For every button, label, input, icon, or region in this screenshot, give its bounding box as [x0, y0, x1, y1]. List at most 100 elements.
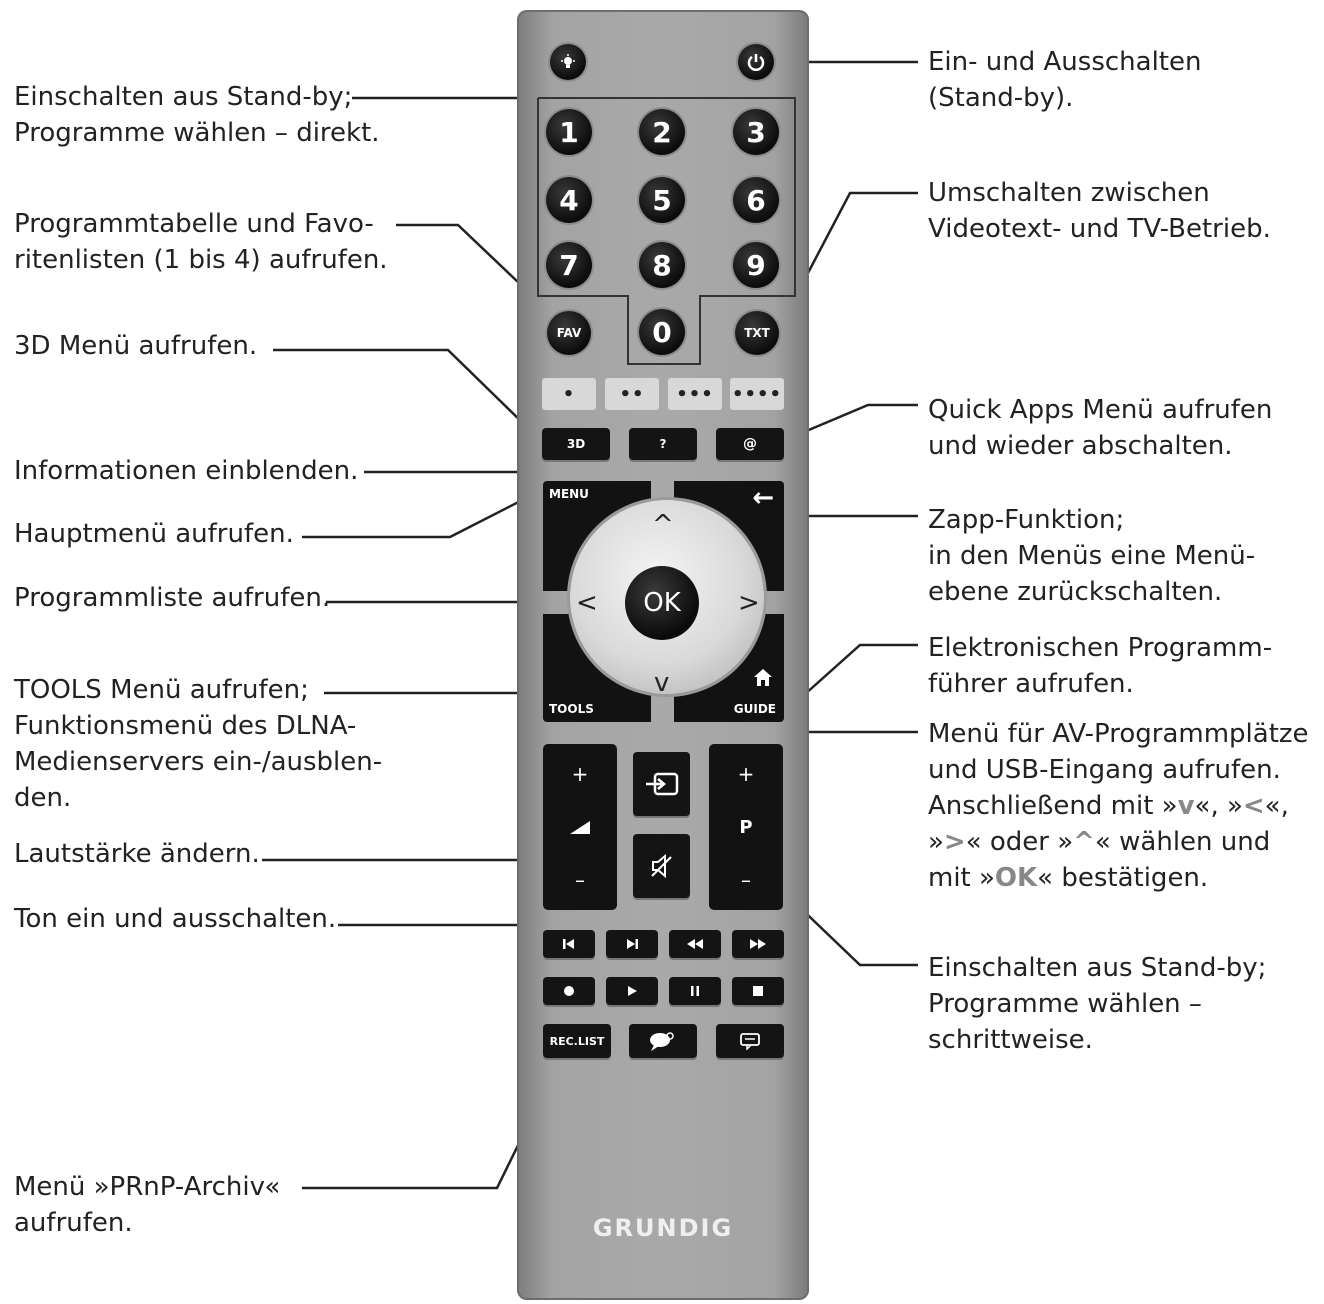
arrow-right-icon: >	[943, 827, 966, 857]
digit-1-button[interactable]: 1	[546, 109, 592, 155]
digit-0-button[interactable]: 0	[639, 309, 685, 355]
label-prnp: Menü »PRnP-Archiv« aufrufen.	[14, 1169, 280, 1241]
subtitle-button[interactable]	[716, 1024, 784, 1058]
label-line: Menü für AV-Programmplätze	[928, 719, 1309, 749]
info-button[interactable]: ?	[629, 428, 697, 460]
pause-icon	[691, 986, 699, 996]
ok-icon: OK	[994, 863, 1038, 893]
label-line: Informationen einblenden.	[14, 456, 359, 486]
label-main-menu: Hauptmenü aufrufen.	[14, 516, 294, 552]
label-power: Ein- und Ausschalten (Stand-by).	[928, 44, 1201, 116]
label-line: Menü »PRnP-Archiv«	[14, 1172, 281, 1202]
label-line: Funktionsmenü des DLNA-	[14, 711, 357, 741]
label-channel-list: Programmliste aufrufen.	[14, 580, 330, 616]
skip-back-button[interactable]	[543, 930, 595, 958]
arrow-down-button[interactable]: v	[654, 668, 670, 698]
label-line: Programmliste aufrufen.	[14, 583, 331, 613]
label-standby-direct: Einschalten aus Stand-by; Programme wähl…	[14, 79, 380, 151]
arrow-up-button[interactable]: ^	[652, 510, 674, 540]
label-line: TOOLS Menü aufrufen;	[14, 675, 309, 705]
quick-apps-button[interactable]: @	[716, 428, 784, 460]
arrow-left-button[interactable]: <	[576, 588, 598, 618]
digit-8-button[interactable]: 8	[639, 242, 685, 288]
digit-9-button[interactable]: 9	[733, 242, 779, 288]
3d-button[interactable]: 3D	[542, 428, 610, 460]
rec-list-button[interactable]: REC.LIST	[543, 1024, 611, 1058]
label-line: und wieder abschalten.	[928, 431, 1233, 461]
label-line: ebene zurückschalten.	[928, 577, 1223, 607]
guide-label: GUIDE	[733, 702, 776, 716]
leader-3d	[273, 348, 531, 431]
label-line: Ton ein und ausschalten.	[14, 904, 337, 934]
ok-button[interactable]: OK	[625, 566, 699, 640]
label-text: «, »	[1194, 791, 1243, 821]
label-line: Einschalten aus Stand-by;	[14, 82, 353, 112]
label-line: aufrufen.	[14, 1208, 133, 1238]
label-line: und USB-Eingang aufrufen.	[928, 755, 1281, 785]
record-button[interactable]	[543, 977, 595, 1005]
label-text: Anschließend mit »	[928, 791, 1178, 821]
subtitle-icon	[740, 1033, 760, 1050]
skip-back-icon	[563, 939, 574, 949]
brand-logo: GRUNDIG	[592, 1214, 734, 1242]
digit-7-button[interactable]: 7	[546, 242, 592, 288]
source-button[interactable]	[633, 752, 690, 816]
pause-button[interactable]	[669, 977, 721, 1005]
blue-button[interactable]: ••••	[730, 378, 784, 410]
label-line: mit »OK« bestätigen.	[928, 860, 1309, 896]
yellow-button[interactable]: •••	[668, 378, 722, 410]
fast-forward-button[interactable]	[732, 930, 784, 958]
label-line: »>« oder »^« wählen und	[928, 824, 1309, 860]
arrow-right-button[interactable]: >	[738, 588, 760, 618]
label-line: (Stand-by).	[928, 83, 1074, 113]
label-text: « bestätigen.	[1037, 863, 1209, 893]
label-line: Programme wählen – direkt.	[14, 118, 380, 148]
label-line: Programme wählen –	[928, 989, 1202, 1019]
label-line: Quick Apps Menü aufrufen	[928, 395, 1273, 425]
stop-icon	[753, 986, 763, 996]
label-av: Menü für AV-Programmplätze und USB-Einga…	[928, 716, 1309, 896]
program-label: P	[739, 816, 753, 838]
play-icon	[628, 986, 637, 996]
menu-label: MENU	[549, 487, 589, 501]
volume-minus: –	[575, 868, 585, 892]
label-text: mit »	[928, 863, 995, 893]
record-icon	[564, 986, 574, 996]
arrow-down-icon: v	[1177, 791, 1195, 821]
red-button[interactable]: •	[542, 378, 596, 410]
leader-menu	[302, 485, 549, 539]
program-rocker[interactable]: + P –	[709, 744, 783, 910]
mute-button[interactable]	[633, 834, 690, 898]
program-minus: –	[741, 868, 751, 892]
play-button[interactable]	[606, 977, 658, 1005]
label-line: Zapp-Funktion;	[928, 505, 1125, 535]
label-line: Elektronischen Programm-	[928, 633, 1273, 663]
backlight-button[interactable]	[550, 44, 586, 80]
digit-6-button[interactable]: 6	[733, 177, 779, 223]
skip-forward-icon	[627, 939, 638, 949]
arrow-left-icon: <	[1242, 791, 1265, 821]
skip-forward-button[interactable]	[606, 930, 658, 958]
fav-button[interactable]: FAV	[547, 311, 591, 355]
label-txt: Umschalten zwischen Videotext- und TV-Be…	[928, 175, 1271, 247]
volume-plus: +	[571, 762, 589, 786]
stop-button[interactable]	[732, 977, 784, 1005]
label-line: Anschließend mit »v«, »<«,	[928, 788, 1309, 824]
rewind-button[interactable]	[669, 930, 721, 958]
digit-2-button[interactable]: 2	[639, 109, 685, 155]
green-button[interactable]: ••	[605, 378, 659, 410]
volume-rocker[interactable]: + –	[543, 744, 617, 910]
language-button[interactable]	[629, 1024, 697, 1058]
home-icon	[754, 669, 772, 686]
txt-button[interactable]: TXT	[735, 311, 779, 355]
label-line: ritenlisten (1 bis 4) aufrufen.	[14, 245, 388, 275]
label-standby-step: Einschalten aus Stand-by; Programme wähl…	[928, 950, 1266, 1058]
power-button[interactable]	[738, 44, 774, 80]
label-fav: Programmtabelle und Favo- ritenlisten (1…	[14, 206, 388, 278]
digit-3-button[interactable]: 3	[733, 109, 779, 155]
digit-5-button[interactable]: 5	[639, 177, 685, 223]
label-zapp: Zapp-Funktion; in den Menüs eine Menü- e…	[928, 502, 1255, 610]
label-line: Umschalten zwischen	[928, 178, 1210, 208]
digit-4-button[interactable]: 4	[546, 177, 592, 223]
label-line: führer aufrufen.	[928, 669, 1134, 699]
